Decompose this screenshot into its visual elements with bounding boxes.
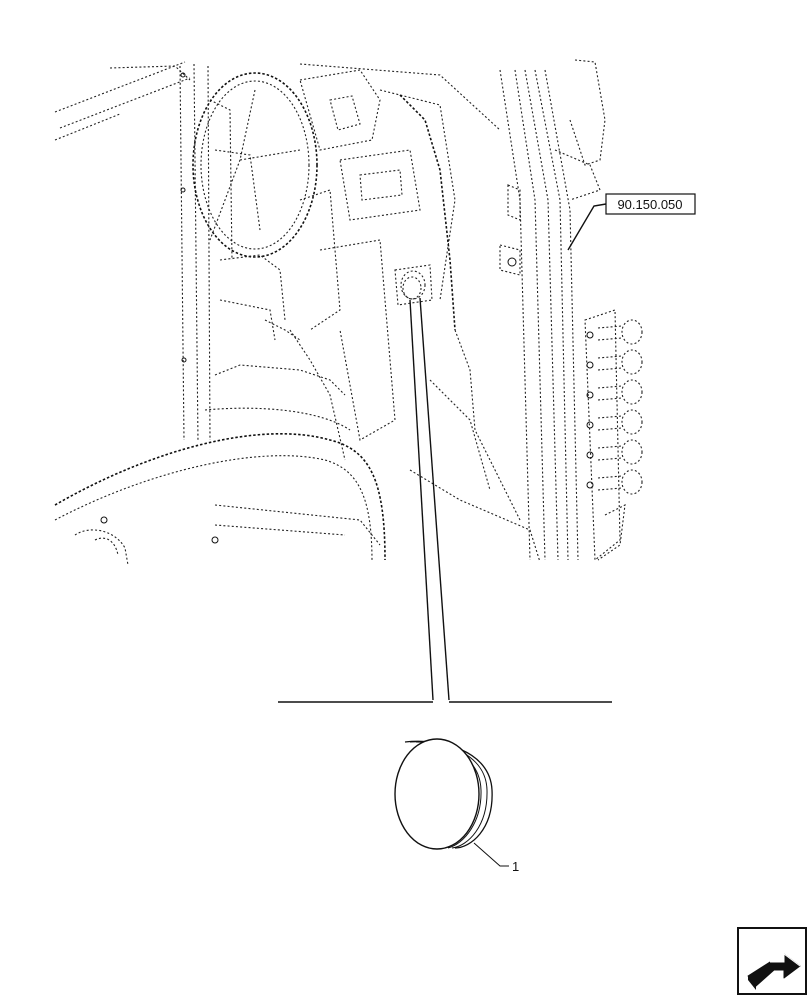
coupler xyxy=(586,469,643,495)
explode-leader xyxy=(278,297,612,703)
coupler-bank xyxy=(586,319,643,495)
reference-leader-line xyxy=(567,203,607,251)
coupler xyxy=(586,439,643,465)
reference-label[interactable]: 90.150.050 xyxy=(605,193,696,215)
part-plug[interactable] xyxy=(394,738,493,850)
cab-frame-illustration xyxy=(54,59,626,566)
coupler xyxy=(586,349,643,375)
next-page-arrow-icon[interactable] xyxy=(737,927,807,995)
coupler xyxy=(586,409,643,435)
reference-label-text: 90.150.050 xyxy=(617,197,682,212)
callout-1-leader xyxy=(473,842,509,867)
plug-location-hole xyxy=(402,276,422,300)
coupler xyxy=(586,319,643,345)
coupler xyxy=(586,379,643,405)
callout-1-label: 1 xyxy=(512,859,519,874)
